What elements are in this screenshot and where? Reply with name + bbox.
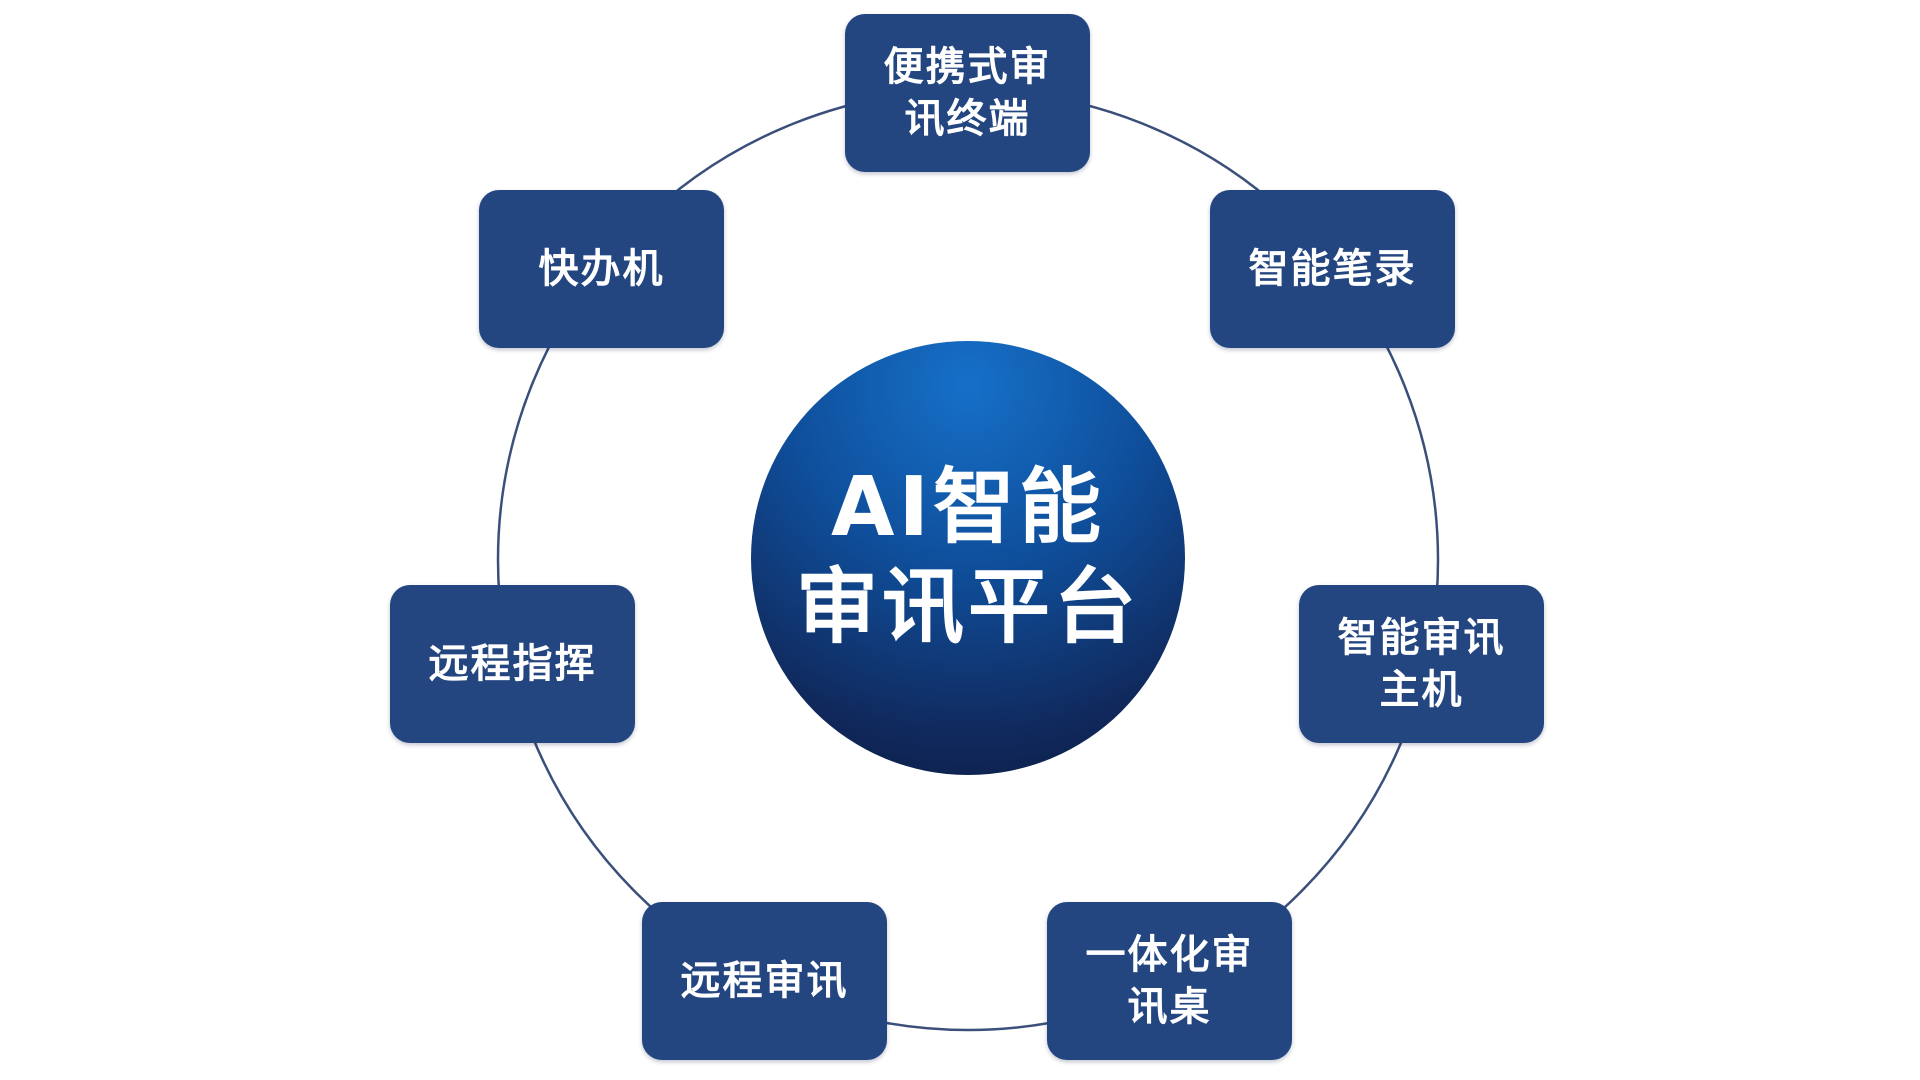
node-integrated-desk: 一体化审 讯桌 bbox=[1047, 902, 1292, 1060]
node-label-line-1: 一体化审 bbox=[1085, 932, 1254, 978]
node-label-line-1: 智能笔录 bbox=[1248, 246, 1417, 292]
center-title-line-1: AI智能 bbox=[831, 459, 1105, 555]
node-label-line-1: 便携式审 bbox=[883, 44, 1052, 90]
central-platform-circle: AI智能 审讯平台 bbox=[751, 341, 1185, 775]
node-label-line-2: 主机 bbox=[1379, 667, 1464, 713]
node-portable-terminal: 便携式审 讯终端 bbox=[845, 14, 1090, 172]
node-quick-processing-machine: 快办机 bbox=[479, 190, 724, 348]
node-label-line-2: 讯桌 bbox=[1127, 984, 1212, 1030]
node-label-line-1: 智能审讯 bbox=[1337, 615, 1506, 661]
node-smart-transcript: 智能笔录 bbox=[1210, 190, 1455, 348]
node-smart-host: 智能审讯 主机 bbox=[1299, 585, 1544, 743]
node-remote-interrogation: 远程审讯 bbox=[642, 902, 887, 1060]
node-remote-command: 远程指挥 bbox=[390, 585, 635, 743]
node-label-line-1: 远程指挥 bbox=[428, 641, 597, 687]
center-title-line-2: 审讯平台 bbox=[795, 560, 1140, 655]
node-label-line-1: 快办机 bbox=[538, 246, 665, 292]
node-label-line-1: 远程审讯 bbox=[680, 958, 849, 1004]
node-label-line-2: 讯终端 bbox=[904, 96, 1031, 142]
